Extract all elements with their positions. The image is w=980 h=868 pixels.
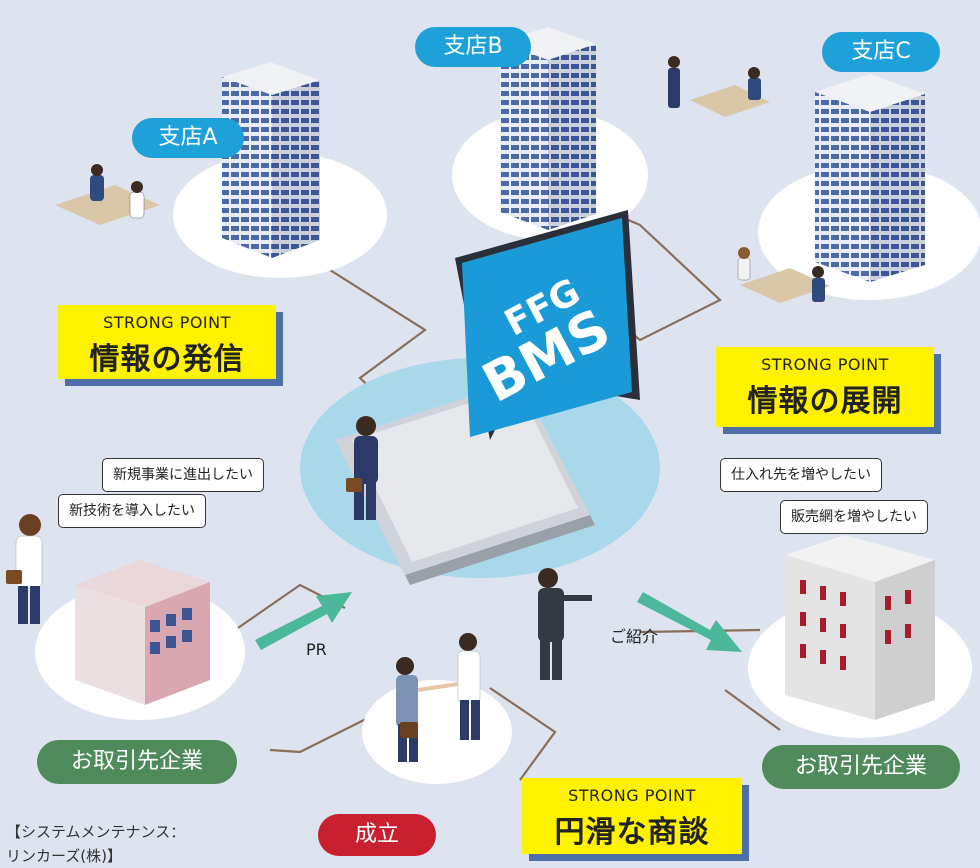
businessperson-icon [346, 416, 378, 520]
branch-b-label: 支店B [415, 27, 531, 67]
deal-closed-badge: 成立 [318, 814, 436, 856]
right-company-bubble-sales-network: 販売網を増やしたい [780, 500, 928, 534]
pr-arrow [255, 592, 352, 650]
desk-workers-icon [668, 56, 770, 117]
businessperson-icon [6, 514, 43, 624]
desk-workers-icon [737, 247, 830, 303]
strong-point-title: 情報の展開 [747, 384, 903, 419]
left-company-label: お取引先企業 [37, 740, 237, 784]
branch-a-label: 支店A [132, 118, 244, 158]
strong-point-label: STRONG POINT [761, 355, 889, 374]
pr-label: PR [306, 640, 327, 659]
left-company-bubble-new-business: 新規事業に進出したい [102, 458, 264, 492]
office-building-icon [815, 74, 925, 282]
right-company-bubble-suppliers: 仕入れ先を増やしたい [720, 458, 882, 492]
office-building-icon [75, 560, 210, 705]
maintenance-note-line2: リンカーズ(株)】 [6, 847, 122, 865]
branch-c-label: 支店C [822, 32, 940, 72]
left-company-bubble-new-technology: 新技術を導入したい [58, 494, 206, 528]
maintenance-note-line1: 【システムメンテナンス： [6, 823, 186, 841]
strong-point-information-sending: STRONG POINT 情報の発信 [58, 305, 276, 379]
introduction-arrow [637, 592, 742, 652]
businessperson-icon [538, 568, 592, 680]
office-building-icon [222, 62, 320, 258]
office-building-icon [500, 27, 596, 230]
maintenance-note: 【システムメンテナンス： リンカーズ(株)】 [6, 820, 185, 868]
handshake-icon [396, 633, 481, 762]
strong-point-label: STRONG POINT [103, 313, 231, 332]
introduction-label: ご紹介 [610, 627, 659, 646]
desk-workers-icon [55, 164, 160, 225]
laptop-icon [335, 210, 640, 585]
right-company-label: お取引先企業 [762, 745, 960, 789]
strong-point-title: 円滑な商談 [554, 815, 710, 850]
strong-point-label: STRONG POINT [568, 786, 696, 805]
strong-point-title: 情報の発信 [89, 342, 245, 377]
strong-point-smooth-negotiation: STRONG POINT 円滑な商談 [522, 778, 742, 854]
platform-deal [362, 680, 512, 784]
office-building-icon [785, 535, 935, 720]
strong-point-information-deployment: STRONG POINT 情報の展開 [716, 347, 934, 427]
